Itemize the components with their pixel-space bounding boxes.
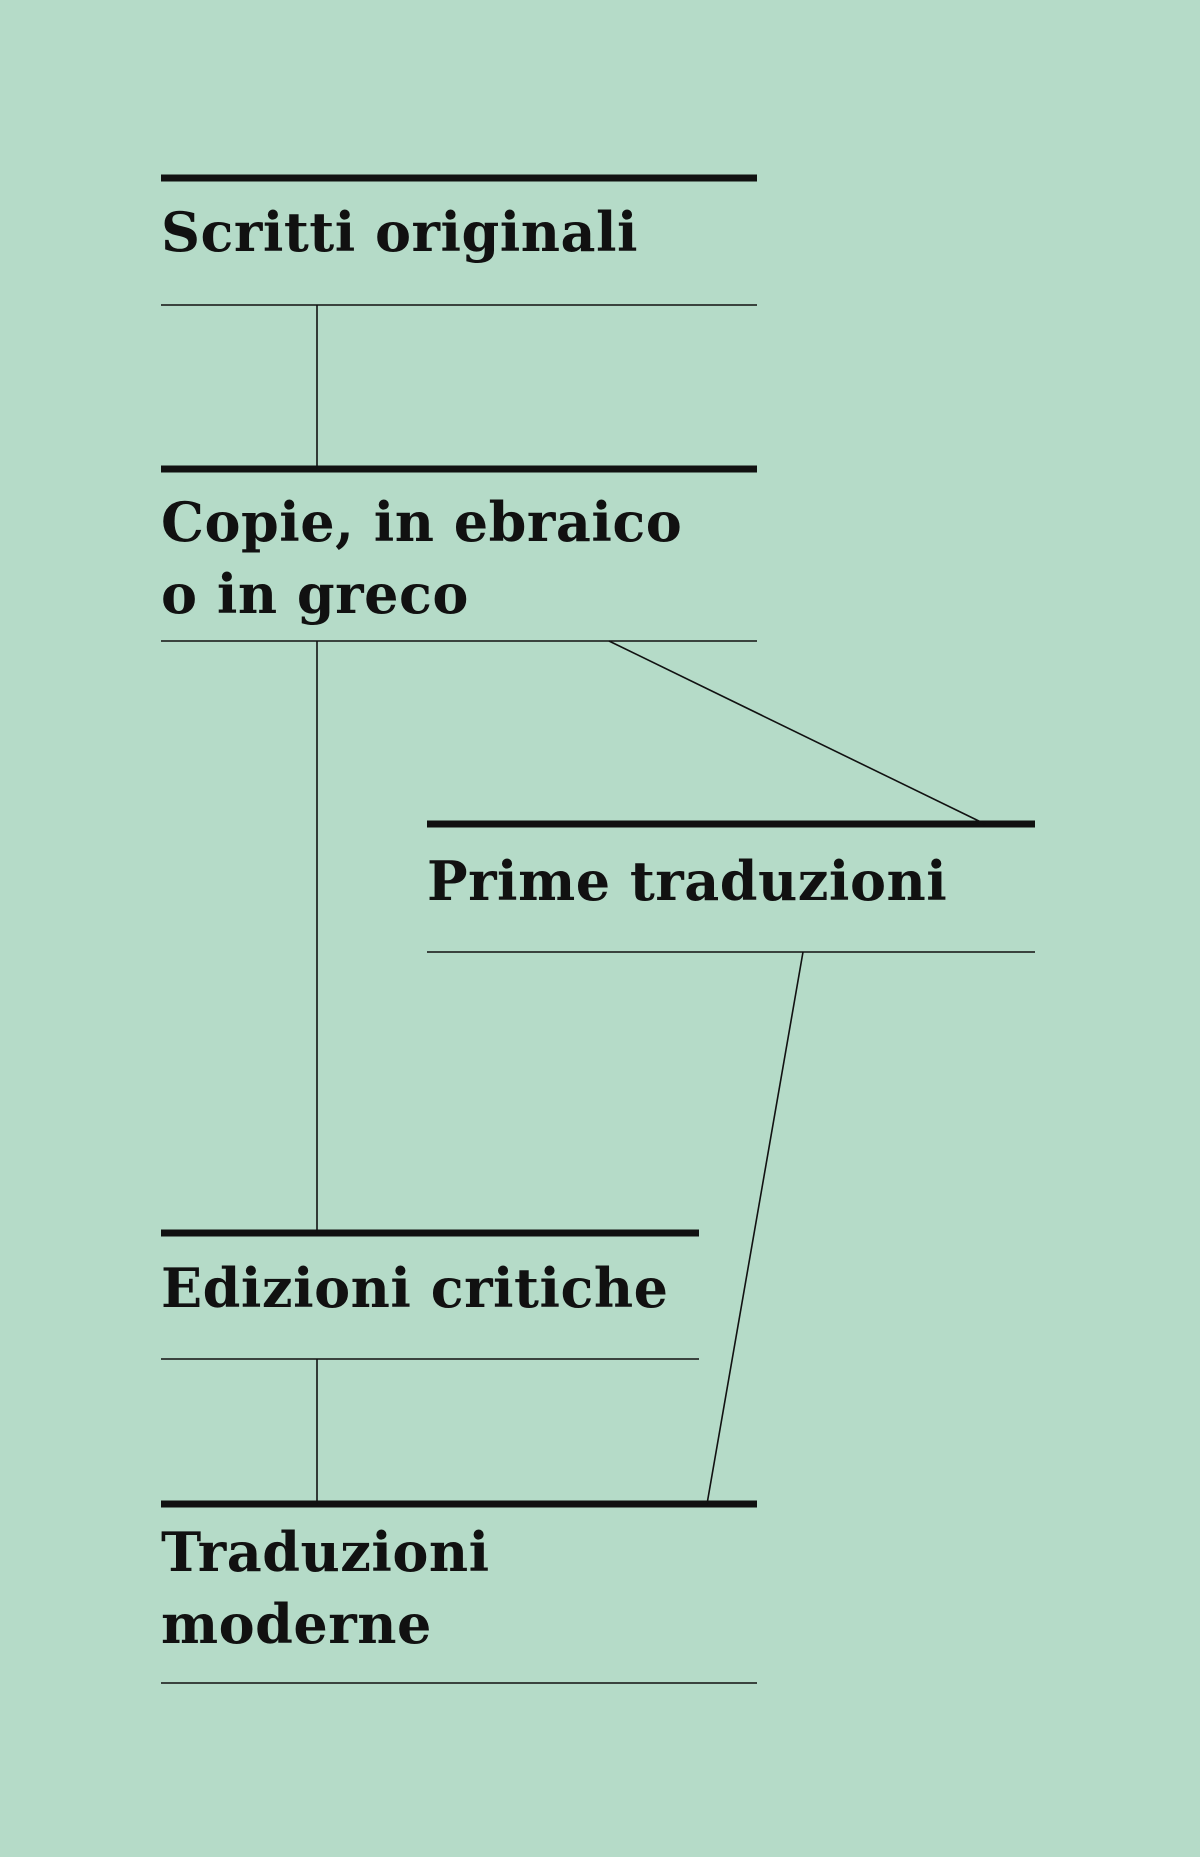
- label-line: Traduzioni: [161, 1520, 490, 1584]
- connector-copie-to-prime: [608, 640, 986, 825]
- node-copie: [161, 465, 757, 642]
- label-edizioni-critiche: Edizioni critiche: [161, 1252, 669, 1324]
- node-prime-traduzioni: [427, 820, 1035, 953]
- label-prime-traduzioni: Prime traduzioni: [427, 845, 947, 917]
- label-line: Prime traduzioni: [427, 849, 948, 913]
- label-scritti-originali: Scritti originali: [161, 196, 638, 268]
- label-line: Edizioni critiche: [161, 1256, 669, 1320]
- label-line: Copie, in ebraico: [161, 490, 683, 554]
- node-edizioni-critiche: [161, 1229, 699, 1360]
- label-traduzioni-moderne: Traduzioni moderne: [161, 1516, 490, 1660]
- label-line: Scritti originali: [161, 200, 639, 264]
- connector-prime-to-moderne: [706, 951, 804, 1505]
- label-line: o in greco: [161, 562, 469, 626]
- node-scritti-originali: [161, 174, 757, 306]
- label-copie: Copie, in ebraico o in greco: [161, 486, 682, 630]
- node-traduzioni-moderne: [161, 1500, 757, 1684]
- label-line: moderne: [161, 1592, 432, 1656]
